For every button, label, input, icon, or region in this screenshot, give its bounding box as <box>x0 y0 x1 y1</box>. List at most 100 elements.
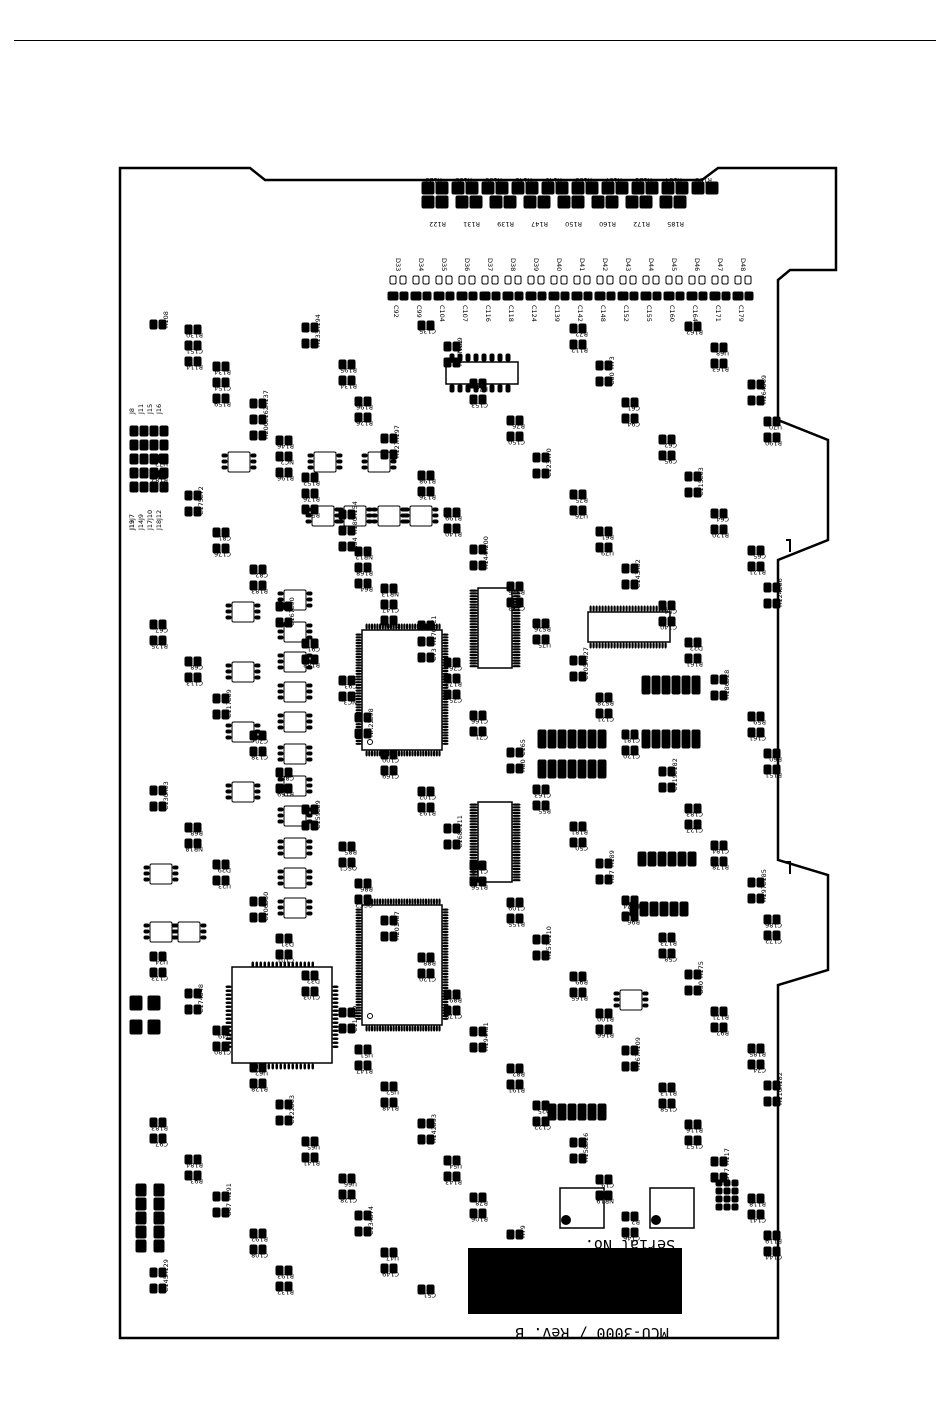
ic-pin <box>403 898 406 905</box>
smd-part <box>772 1080 781 1091</box>
resistor-pad <box>557 195 571 209</box>
soic-leg <box>225 603 232 608</box>
ref-label: C140 <box>660 623 677 631</box>
smd-part <box>693 985 702 996</box>
soic-leg <box>254 603 261 608</box>
smd-part <box>756 711 765 722</box>
ic-pin <box>225 1009 232 1012</box>
ic-pin <box>512 839 521 843</box>
ic-pin <box>355 975 362 978</box>
ic-pin <box>489 384 495 393</box>
ic-pin <box>355 653 362 656</box>
ic-pin <box>512 806 521 809</box>
ref-label: R201 <box>393 923 401 940</box>
cap-pad <box>594 291 606 301</box>
resistor-pack <box>657 851 667 867</box>
led-pad <box>468 275 476 285</box>
ic-pin <box>442 916 449 920</box>
smd-part <box>310 1136 319 1147</box>
edge-connector-notches <box>786 539 791 874</box>
smd-part <box>258 398 267 409</box>
smd-part <box>380 583 389 594</box>
ref-label: R110 <box>776 1088 784 1105</box>
ic-pin <box>512 603 521 606</box>
ref-label: C111 <box>456 815 464 832</box>
smd-part <box>684 1119 693 1130</box>
soic-leg <box>337 513 344 518</box>
smd-part <box>747 893 756 904</box>
led-pad <box>399 275 407 285</box>
soic-leg <box>254 609 261 614</box>
ic-pin <box>355 709 362 712</box>
soic-leg <box>371 513 378 518</box>
ic-pin <box>355 706 362 709</box>
soic-leg <box>306 845 313 850</box>
ic-pin <box>631 605 634 612</box>
soic-leg <box>254 729 261 734</box>
ic-pin <box>512 592 521 595</box>
ic-pin <box>373 898 376 905</box>
smd-part <box>347 1173 356 1184</box>
ic-pin <box>469 606 478 609</box>
ic-pin <box>355 742 362 745</box>
ic-pin <box>628 642 631 649</box>
ic-pin <box>355 947 362 950</box>
smd-part <box>158 1133 167 1144</box>
ref-label: R82 <box>512 1070 525 1078</box>
smd-part <box>184 1154 193 1165</box>
ref-label: J11 <box>137 404 145 415</box>
smd-part <box>478 1208 487 1219</box>
resistor-pack <box>681 729 691 749</box>
smd-part <box>515 1063 524 1074</box>
smd-part <box>258 746 267 757</box>
ic-pin <box>424 898 428 905</box>
smd-part <box>363 412 372 423</box>
ref-label: R164 <box>760 387 768 404</box>
ic-pin <box>438 898 441 905</box>
diode-pad <box>135 1211 147 1225</box>
resistor-pack <box>641 675 651 695</box>
ic-pin <box>442 644 449 647</box>
smd-part <box>347 375 356 386</box>
resistor-pad <box>723 1179 731 1187</box>
ic-pin <box>512 814 521 817</box>
ref-label: R144 <box>482 552 490 569</box>
ic-u74-pin1 <box>367 1013 373 1019</box>
smd-part <box>541 950 550 961</box>
ic-pin <box>332 1033 339 1036</box>
smd-part <box>763 1096 772 1107</box>
smd-part <box>158 619 167 630</box>
ic-pin <box>389 1025 392 1032</box>
ic-pin <box>469 851 478 854</box>
ref-label: D34 <box>417 258 425 271</box>
ref-label: R188 <box>303 661 320 669</box>
ic-pin <box>225 1033 232 1036</box>
ref-label: R118 <box>749 1200 766 1208</box>
soic-leg <box>277 899 284 904</box>
resistor-pack <box>659 901 669 917</box>
smd-part <box>469 1026 478 1037</box>
soic-leg <box>277 751 284 756</box>
smd-part <box>221 859 230 870</box>
cap-pad <box>675 291 685 301</box>
ref-label: RS25 <box>508 588 525 596</box>
diode-pad <box>129 1019 143 1035</box>
smd-part <box>249 1078 258 1089</box>
soic-package <box>231 781 255 803</box>
smd-part <box>595 1174 604 1185</box>
smd-part <box>772 764 781 775</box>
smd-part <box>347 1023 356 1034</box>
ref-label: NR22 <box>367 719 375 737</box>
smd-part <box>417 470 426 481</box>
ic-pin <box>469 651 478 654</box>
smd-part <box>158 1283 167 1294</box>
ic-pin <box>435 750 438 757</box>
cap-pad <box>640 291 652 301</box>
ic-pin <box>225 1029 232 1032</box>
led-pad <box>422 275 430 285</box>
ic-pin <box>442 1012 449 1015</box>
ic-pin <box>355 919 362 922</box>
ref-label: R192 <box>251 1235 268 1243</box>
resistor-pad <box>631 181 645 195</box>
soic-package <box>283 805 307 827</box>
